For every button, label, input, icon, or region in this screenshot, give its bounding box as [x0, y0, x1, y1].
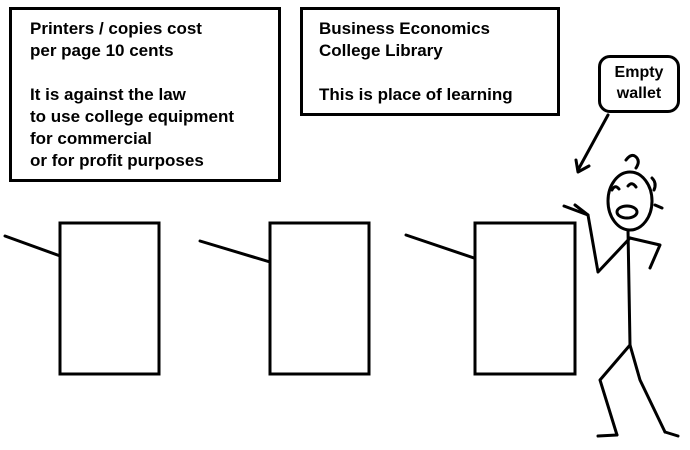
- sign-line: College Library: [319, 41, 443, 60]
- sign-line: per page 10 cents: [30, 41, 174, 60]
- printer-icon: [3, 221, 161, 376]
- sign-line: or for profit purposes: [30, 151, 204, 170]
- sign-line: Printers / copies cost: [30, 19, 202, 38]
- printer-icon: [198, 221, 371, 376]
- speech-bubble: Empty wallet: [598, 55, 680, 113]
- sign-line: Business Economics: [319, 19, 491, 38]
- printer-icon: [404, 221, 577, 376]
- bubble-line: wallet: [616, 85, 662, 102]
- arrow-icon: [574, 113, 610, 174]
- printing-cost-sign: Printers / copies cost per page 10 cents…: [9, 7, 281, 182]
- library-sign: Business Economics College Library This …: [300, 7, 560, 116]
- bubble-line: Empty: [614, 64, 664, 81]
- stick-figure-icon: [562, 153, 680, 438]
- sign-line: It is against the law: [30, 85, 186, 104]
- sign-line: This is place of learning: [319, 85, 513, 104]
- sign-line: to use college equipment: [30, 107, 235, 126]
- sign-line: for commercial: [30, 129, 152, 148]
